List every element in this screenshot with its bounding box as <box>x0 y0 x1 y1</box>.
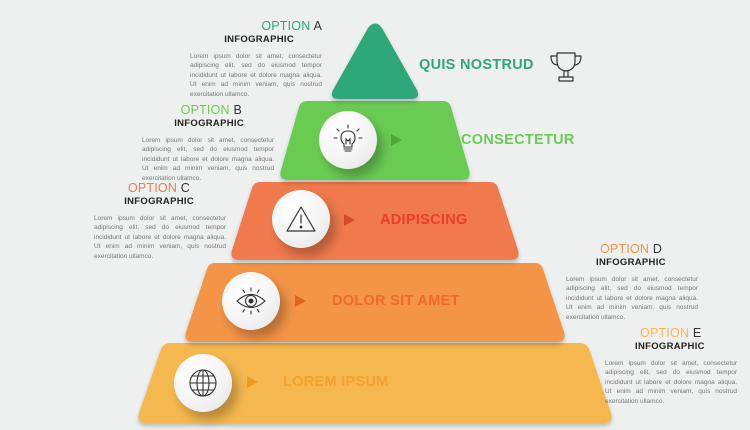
option-c-title: OPTION C <box>94 181 190 195</box>
option-b-description: Lorem ipsum dolor sit amet, consectetur … <box>142 137 274 182</box>
tier-label-3-text: ADIPISCING <box>380 212 468 228</box>
tier-label-2: CONSECTETUR <box>461 132 575 148</box>
option-e-title: OPTION E <box>640 326 737 340</box>
option-b-word: OPTION <box>180 103 230 117</box>
tier-label-1-text: QUIS NOSTRUD <box>419 57 534 73</box>
option-a: OPTION A INFOGRAPHIC Lorem ipsum dolor s… <box>190 19 322 99</box>
trophy-icon <box>550 52 582 82</box>
lightbulb-circle <box>319 111 377 169</box>
warning-circle <box>272 190 330 248</box>
option-d-subtitle: INFOGRAPHIC <box>596 257 666 268</box>
eye-icon <box>236 287 266 315</box>
option-c: OPTION C INFOGRAPHIC Lorem ipsum dolor s… <box>94 181 226 261</box>
tier-label-1: QUIS NOSTRUD <box>419 57 534 73</box>
option-a-word: OPTION <box>261 19 311 33</box>
option-a-title: OPTION A <box>190 19 322 33</box>
tier-label-3: ADIPISCING <box>380 212 468 228</box>
arrow-icon <box>391 134 402 146</box>
tier-label-5-text: LOREM IPSUM <box>283 374 389 390</box>
option-b-title: OPTION B <box>142 103 242 117</box>
option-c-letter: C <box>180 181 190 195</box>
tier-label-4: DOLOR SIT AMET <box>332 293 460 309</box>
option-e-letter: E <box>692 326 702 340</box>
lightbulb-icon <box>333 124 363 152</box>
option-b-subtitle: INFOGRAPHIC <box>174 118 244 129</box>
option-d-description: Lorem ipsum dolor sit amet, consectetur … <box>566 276 698 321</box>
option-b-letter: B <box>233 103 242 117</box>
option-d-title: OPTION D <box>600 242 698 256</box>
tier-label-5: LOREM IPSUM <box>283 374 389 390</box>
option-c-subtitle: INFOGRAPHIC <box>124 196 194 207</box>
option-e-subtitle: INFOGRAPHIC <box>635 341 705 352</box>
globe-icon <box>189 369 217 397</box>
option-c-description: Lorem ipsum dolor sit amet, consectetur … <box>94 215 226 260</box>
arrow-icon <box>344 214 355 226</box>
warning-icon <box>286 206 316 232</box>
tier-lorem-ipsum <box>138 343 612 423</box>
arrow-icon <box>295 295 306 307</box>
option-d-word: OPTION <box>600 242 650 256</box>
option-a-description: Lorem ipsum dolor sit amet, consectetur … <box>190 53 322 98</box>
tier-dolor-sit-amet <box>185 263 565 342</box>
tier-label-2-text: CONSECTETUR <box>461 132 575 148</box>
option-b: OPTION B INFOGRAPHIC Lorem ipsum dolor s… <box>142 103 274 183</box>
option-e-word: OPTION <box>640 326 690 340</box>
option-a-subtitle: INFOGRAPHIC <box>224 34 294 45</box>
globe-circle <box>174 354 232 412</box>
tier-label-4-text: DOLOR SIT AMET <box>332 293 460 309</box>
option-d: OPTION D INFOGRAPHIC Lorem ipsum dolor s… <box>566 242 698 322</box>
option-a-letter: A <box>313 19 322 33</box>
option-c-word: OPTION <box>127 181 178 195</box>
option-e: OPTION E INFOGRAPHIC Lorem ipsum dolor s… <box>605 326 737 406</box>
eye-circle <box>222 272 280 330</box>
tier-quis-nostrud <box>331 23 419 99</box>
option-e-description: Lorem ipsum dolor sit amet, consectetur … <box>605 360 737 405</box>
arrow-icon <box>247 376 258 388</box>
option-d-letter: D <box>652 242 663 256</box>
